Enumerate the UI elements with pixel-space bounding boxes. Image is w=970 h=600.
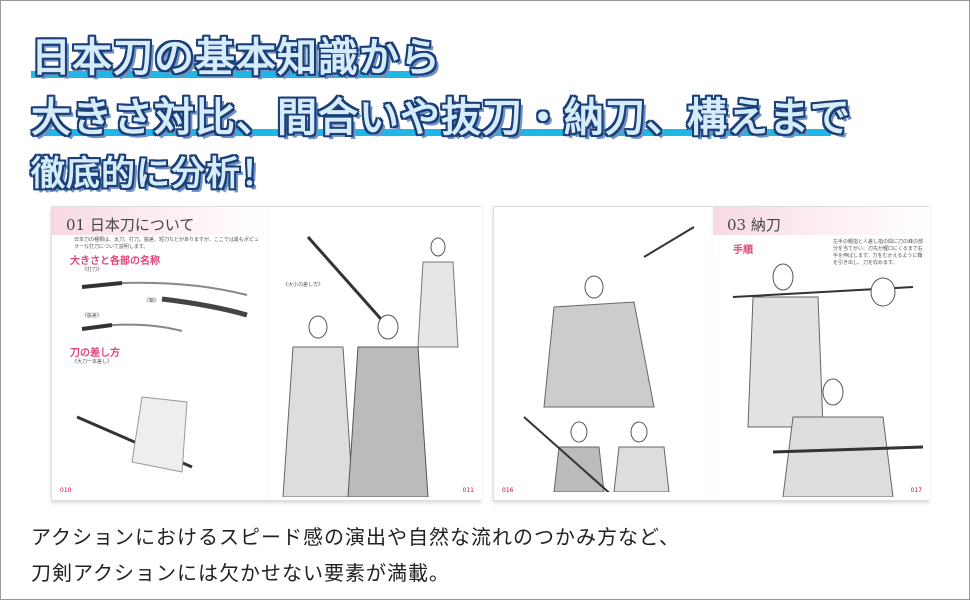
title-band bbox=[713, 207, 930, 235]
label-uchigatana: 《打刀》 bbox=[82, 267, 103, 273]
page-number-left: 016 bbox=[502, 487, 514, 494]
page-number-right: 017 bbox=[910, 487, 922, 494]
section-title: 03 納刀 bbox=[727, 216, 781, 234]
sword-wearing-illustration bbox=[76, 396, 193, 473]
headline-line-3: 徹底的に分析！ bbox=[31, 154, 276, 194]
headline-line-2: 大きさ対比、間合いや抜刀・納刀、構えまで bbox=[31, 95, 851, 141]
right-page: 03 納刀 手順 左手の親指と人差し指の間に刀の峰の部分を当てがい、刃先が鯉口に… bbox=[713, 207, 930, 500]
draw-sheathe-illustration bbox=[523, 226, 695, 492]
samurai-illustration bbox=[282, 236, 459, 497]
title-band bbox=[52, 207, 266, 235]
intro-text: 日本刀の種類は、太刀、打刀、脇差、短刀などがありますが、ここでは最もポピュラーな… bbox=[74, 237, 259, 250]
book-spread-1: 01 日本刀について 日本刀の種類は、太刀、打刀、脇差、短刀などがありますが、こ… bbox=[51, 206, 482, 501]
right-page: 《大小の差し方》 011 bbox=[268, 207, 482, 500]
headline-line-1: 日本刀の基本知識から bbox=[31, 35, 441, 81]
page-number-right: 011 bbox=[462, 487, 474, 494]
subheading-single: 《大刀一本差し》 bbox=[72, 359, 113, 365]
heading-steps: 手順 bbox=[733, 245, 753, 256]
label-wakizashi: 《脇差》 bbox=[82, 313, 103, 319]
heading-parts: 大きさと各部の名称 bbox=[70, 256, 160, 267]
page-number-left: 010 bbox=[60, 487, 72, 494]
steps-text: 左手の親指と人差し指の間に刀の峰の部分を当てがい、刃先が鯉口にくるまで右手を伸ば… bbox=[833, 239, 924, 266]
label-saya: 《鞘》 bbox=[144, 298, 160, 304]
sheathing-illustration bbox=[733, 263, 924, 497]
left-page: 01 日本刀について 日本刀の種類は、太刀、打刀、脇差、短刀などがありますが、こ… bbox=[52, 207, 266, 500]
sword-diagram bbox=[81, 281, 248, 332]
section-title: 01 日本刀について bbox=[66, 216, 195, 234]
caption-line-1: アクションにおけるスピード感の演出や自然な流れのつかみ方など、 bbox=[31, 525, 680, 549]
headline-underline-1 bbox=[31, 71, 419, 78]
label-daisho: 《大小の差し方》 bbox=[283, 282, 324, 288]
caption-line-2: 刀剣アクションには欠かせない要素が満載。 bbox=[31, 561, 450, 585]
heading-wearing: 刀の差し方 bbox=[70, 348, 120, 359]
left-page: 016 bbox=[494, 207, 711, 500]
book-spread-2: 016 03 納刀 手順 左手の親指と人差し指の間に刀の峰の部分を当てがい、刃先… bbox=[493, 206, 930, 501]
headline-underline-2 bbox=[31, 129, 831, 136]
